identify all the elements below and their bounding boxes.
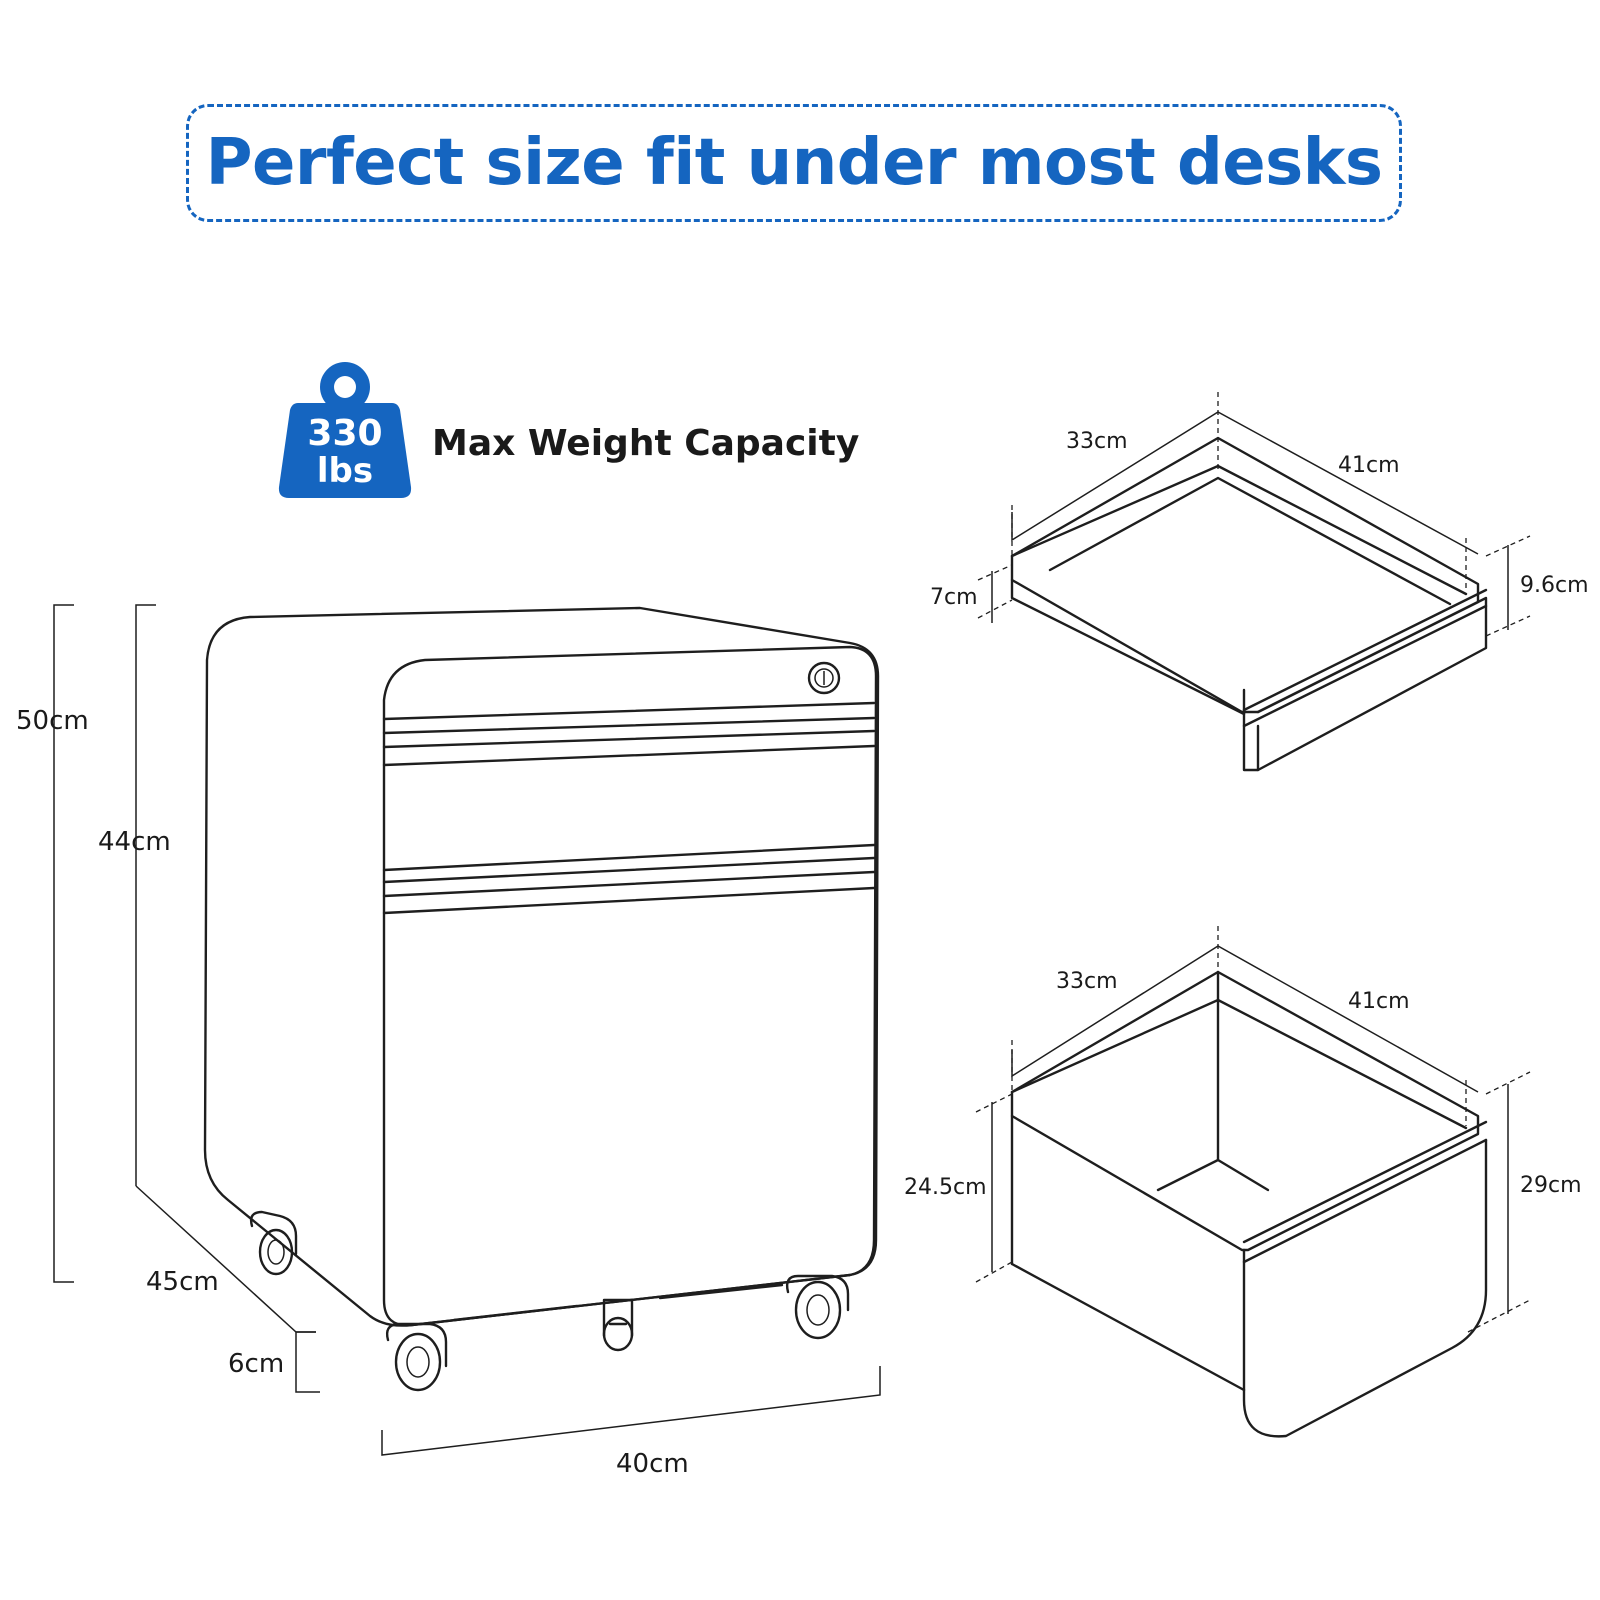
file-drawer-outer-height-label: 29cm [1520, 1173, 1582, 1198]
cabinet-dimension-lines [53, 604, 881, 1456]
body-height-label: 44cm [98, 827, 171, 857]
caster-left-front [385, 1322, 448, 1392]
weight-value: 330 [307, 413, 382, 454]
file-drawer-inner-height-label: 24.5cm [904, 1175, 987, 1200]
caster-center [602, 1298, 634, 1352]
depth-label: 45cm [146, 1267, 219, 1297]
caster-left-back [249, 1210, 298, 1276]
page-title: Perfect size fit under most desks [205, 126, 1383, 200]
total-height-label: 50cm [16, 706, 89, 736]
caster-right-front [785, 1274, 850, 1340]
file-drawer-illustration [975, 926, 1531, 1438]
file-cabinet-illustration [203, 606, 880, 1392]
file-drawer-depth-label: 41cm [1348, 989, 1410, 1014]
weight-icon: 330 lbs [278, 362, 412, 498]
top-drawer-outer-height-label: 9.6cm [1520, 573, 1589, 598]
top-drawer-width-label: 33cm [1066, 429, 1128, 454]
caster-height-label: 6cm [228, 1349, 284, 1379]
top-drawer-illustration [977, 392, 1531, 772]
top-drawer-depth-label: 41cm [1338, 453, 1400, 478]
headline-frame: Perfect size fit under most desks [186, 104, 1402, 222]
file-drawer-width-label: 33cm [1056, 969, 1118, 994]
width-label: 40cm [616, 1449, 689, 1479]
weight-capacity-label: Max Weight Capacity [432, 423, 860, 464]
top-drawer-inner-height-label: 7cm [930, 585, 978, 610]
weight-unit: lbs [317, 451, 373, 491]
